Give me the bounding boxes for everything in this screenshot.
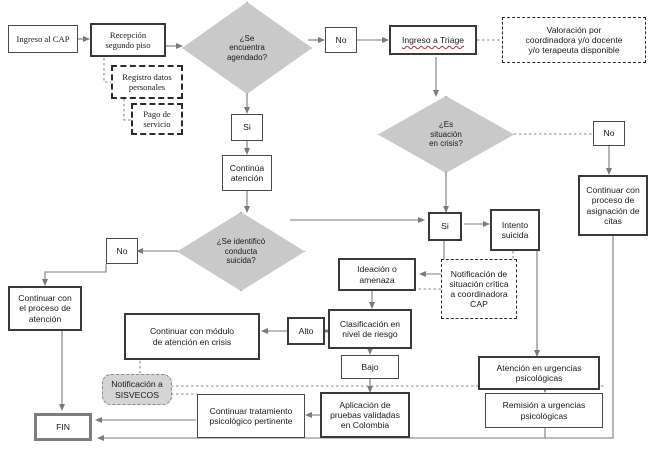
node-label: Clasificación en nivel de riesgo	[339, 318, 401, 339]
decision-se-identifico-conducta-suicida[interactable]: ¿Se identificó conducta suicida?	[177, 212, 305, 291]
edge-no3-continuar-proceso	[42, 264, 107, 286]
node-label: ¿Se encuentra agendado?	[226, 33, 268, 62]
node-label: Ingreso al CAP	[16, 33, 70, 44]
edge-registro-pago	[123, 99, 131, 121]
node-label: ¿Es situación en crisis?	[429, 120, 463, 149]
node-alto[interactable]: Alto	[287, 317, 325, 345]
node-label: ¿Se identificó conducta suicida?	[216, 237, 266, 266]
node-label: Notificación a SISVECOS	[111, 379, 163, 400]
node-recepcion-segundo-piso[interactable]: Recepción segundo piso	[90, 23, 166, 57]
node-no-agendado[interactable]: No	[325, 27, 357, 53]
node-intento-suicida[interactable]: Intento suicida	[490, 209, 540, 251]
node-label: Remisión a urgencias psicológicas	[502, 400, 586, 421]
node-registro-datos-personales[interactable]: Registro datos personales	[111, 65, 183, 99]
decision-es-situacion-en-crisis[interactable]: ¿Es situación en crisis?	[378, 96, 514, 173]
node-pago-de-servicio[interactable]: Pago de servicio	[131, 103, 183, 135]
node-label: Si	[243, 122, 251, 133]
node-fin[interactable]: FIN	[32, 411, 94, 443]
node-remision-urgencias-psicologicas[interactable]: Remisión a urgencias psicológicas	[485, 393, 603, 428]
node-label: Pago de servicio	[143, 108, 171, 129]
node-no-conducta[interactable]: No	[106, 238, 138, 264]
node-label: Bajo	[361, 361, 379, 372]
node-label: Continuar tratamiento psicológico pertin…	[209, 405, 293, 426]
node-clasificacion-nivel-riesgo[interactable]: Clasificación en nivel de riesgo	[328, 309, 412, 349]
node-continuar-modulo-crisis[interactable]: Continuar con módulo de atención en cris…	[124, 313, 260, 360]
node-bajo[interactable]: Bajo	[341, 355, 399, 379]
node-label: Recepción segundo piso	[105, 29, 151, 50]
node-ingreso-a-triage[interactable]: Ingreso a Triage	[389, 25, 477, 55]
node-notificacion-situacion-critica[interactable]: Notificación de situación crítica a coor…	[441, 259, 517, 319]
node-label: Notificación de situación crítica a coor…	[449, 268, 509, 310]
node-notificacion-sisvecos[interactable]: Notificación a SISVECOS	[102, 374, 172, 405]
node-continua-atencion[interactable]: Continúa atención	[222, 155, 272, 191]
decision-se-encuentra-agendado[interactable]: ¿Se encuentra agendado?	[182, 2, 312, 94]
node-label: Ideación o amenaza	[357, 264, 397, 285]
node-label: Continuar con proceso de asignación de c…	[586, 185, 640, 226]
node-label: Atención en urgencias psicológicas	[496, 362, 582, 383]
node-ingreso-al-cap[interactable]: Ingreso al CAP	[8, 25, 78, 53]
edge-recepcion-registro	[103, 58, 111, 83]
node-label: Aplicación de pruebas validadas en Colom…	[330, 399, 400, 431]
node-continuar-asignacion-citas[interactable]: Continuar con proceso de asignación de c…	[578, 175, 648, 236]
node-label: Registro datos personales	[122, 71, 172, 92]
node-label: Continúa atención	[229, 162, 265, 183]
node-label: FIN	[56, 421, 70, 432]
node-aplicacion-pruebas-validadas[interactable]: Aplicación de pruebas validadas en Colom…	[320, 392, 410, 438]
node-atencion-urgencias-psicologicas[interactable]: Atención en urgencias psicológicas	[478, 356, 600, 390]
node-label: Valoración por coordinadora y/o docente …	[525, 24, 623, 56]
node-label: No	[603, 128, 615, 139]
node-no-crisis[interactable]: No	[593, 121, 625, 146]
node-si-agendado[interactable]: Si	[231, 114, 263, 141]
node-continuar-proceso-atencion[interactable]: Continuar con el proceso de atención	[8, 286, 82, 331]
node-label: Continuar con el proceso de atención	[18, 293, 72, 324]
node-label: Si	[441, 221, 449, 232]
node-valoracion-coordinadora[interactable]: Valoración por coordinadora y/o docente …	[502, 17, 646, 63]
node-si-crisis[interactable]: Si	[428, 212, 462, 241]
node-label: No	[335, 34, 347, 45]
node-label: No	[116, 245, 128, 256]
node-label: Continuar con módulo de atención en cris…	[149, 326, 235, 347]
node-ideacion-o-amenaza[interactable]: Ideación o amenaza	[338, 258, 416, 291]
node-label: Ingreso a Triage	[401, 34, 465, 45]
node-label: Alto	[298, 325, 314, 336]
node-continuar-tratamiento-psicologico[interactable]: Continuar tratamiento psicológico pertin…	[197, 394, 305, 438]
node-label: Intento suicida	[501, 219, 529, 240]
